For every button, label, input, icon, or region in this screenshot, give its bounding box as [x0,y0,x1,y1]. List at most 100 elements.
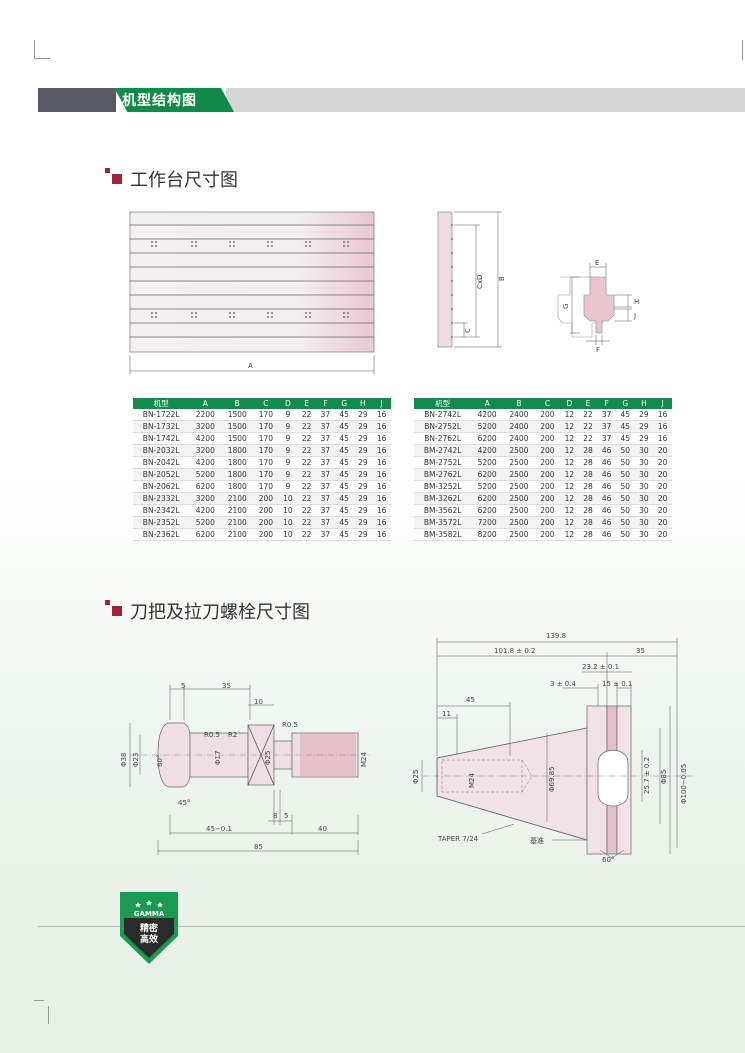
dim-f-label: F [596,346,600,354]
section-title-tool: 刀把及拉刀螺栓尺寸图 [130,602,310,623]
table-cell: 28 [578,480,598,493]
table-cell: 37 [316,480,335,493]
table-cell: 200 [534,480,561,493]
table-cell: 22 [297,504,317,517]
table-cell: 12 [560,492,579,505]
table-cell: 6200 [189,528,222,541]
table-cell: 29 [353,420,373,433]
table-cell: 45 [334,492,354,505]
table-cell: 29 [353,432,373,445]
bolt-dim-r05a: R0.5 [204,731,220,739]
table-cell: BN-2052L [133,468,190,481]
table-cell: 46 [597,456,616,469]
holder-dim-11: 11 [442,710,451,718]
table-cell: 5200 [471,456,504,469]
table-cell: 45 [334,409,354,421]
table-cell: 2100 [221,516,254,529]
bolt-dim-5: 5 [181,682,185,690]
table-cell: 50 [615,528,635,541]
table-cell: 170 [253,420,279,433]
table-cell: 45 [615,432,635,445]
table-cell: 2500 [503,444,535,457]
table-cell: 29 [353,504,373,517]
table-cell: BN-2362L [133,528,190,541]
table-cell: 10 [278,516,298,529]
table-cell: 30 [634,492,654,505]
dim-c-label: C [464,328,472,333]
section-marker-small [105,168,110,173]
table-cell: 200 [253,528,279,541]
table-cell: 170 [253,480,279,493]
table-cell: 4200 [471,444,504,457]
table-cell: 4200 [189,432,222,445]
table-cell: 7200 [471,516,504,529]
table-cell: 5200 [189,516,222,529]
table-cell: 9 [278,444,298,457]
table-cell: BN-2752L [414,420,472,433]
table-cell: 29 [353,468,373,481]
table-cell: 22 [297,456,317,469]
table-cell: 16 [372,468,391,481]
table-cell: 45 [334,504,354,517]
table-cell: 170 [253,468,279,481]
crop-mark [34,58,50,59]
table-cell: 45 [334,516,354,529]
table-cell: 4200 [189,456,222,469]
section-marker-small [105,600,110,605]
dim-g-label: G [562,304,570,309]
column-header: F [597,398,616,409]
column-header: D [278,398,298,409]
table-cell: 16 [372,504,391,517]
table-cell: 16 [372,492,391,505]
dim-h-label: H [634,298,639,306]
table-cell: 3200 [189,492,222,505]
table-cell: 30 [634,528,654,541]
table-cell: 2400 [503,409,535,421]
table-cell: 200 [534,504,561,517]
table-cell: 37 [316,528,335,541]
table-cell: 12 [560,480,579,493]
table-cell: 37 [316,432,335,445]
table-cell: 37 [316,468,335,481]
table-cell: 45 [334,444,354,457]
table-cell: 22 [297,480,317,493]
table-cell: BM-3582L [414,528,472,541]
column-header: E [297,398,317,409]
table-cell: 8200 [471,528,504,541]
bolt-dim-m24: M24 [360,752,368,767]
table-cell: BM-3572L [414,516,472,529]
table-cell: 37 [597,409,616,421]
table-cell: 22 [578,420,598,433]
table-cell: 20 [653,528,672,541]
bolt-dim-phi38: Φ38 [120,753,128,767]
table-cell: 50 [615,492,635,505]
table-cell: BN-2342L [133,504,190,517]
table-cell: 170 [253,456,279,469]
table-cell: 12 [560,432,579,445]
table-cell: 10 [278,492,298,505]
table-cell: BN-2062L [133,480,190,493]
table-cell: 29 [634,420,654,433]
holder-dim-phi85: Φ85 [660,770,668,784]
column-header: G [334,398,354,409]
table-cell: 45 [615,420,635,433]
table-cell: 3200 [189,444,222,457]
table-cell: 45 [334,456,354,469]
table-cell: 22 [297,432,317,445]
table-cell: 50 [615,468,635,481]
table-cell: 12 [560,516,579,529]
table-cell: 10 [278,504,298,517]
table-cell: 9 [278,420,298,433]
table-cell: 37 [597,420,616,433]
crop-mark [34,40,35,58]
section-title-table: 工作台尺寸图 [130,170,238,191]
crop-mark [34,1000,44,1001]
table-cell: 37 [316,504,335,517]
holder-dim-1398: 139.8 [546,632,566,640]
holder-dim-m24: M24 [468,773,476,788]
table-cell: BM-2752L [414,456,472,469]
